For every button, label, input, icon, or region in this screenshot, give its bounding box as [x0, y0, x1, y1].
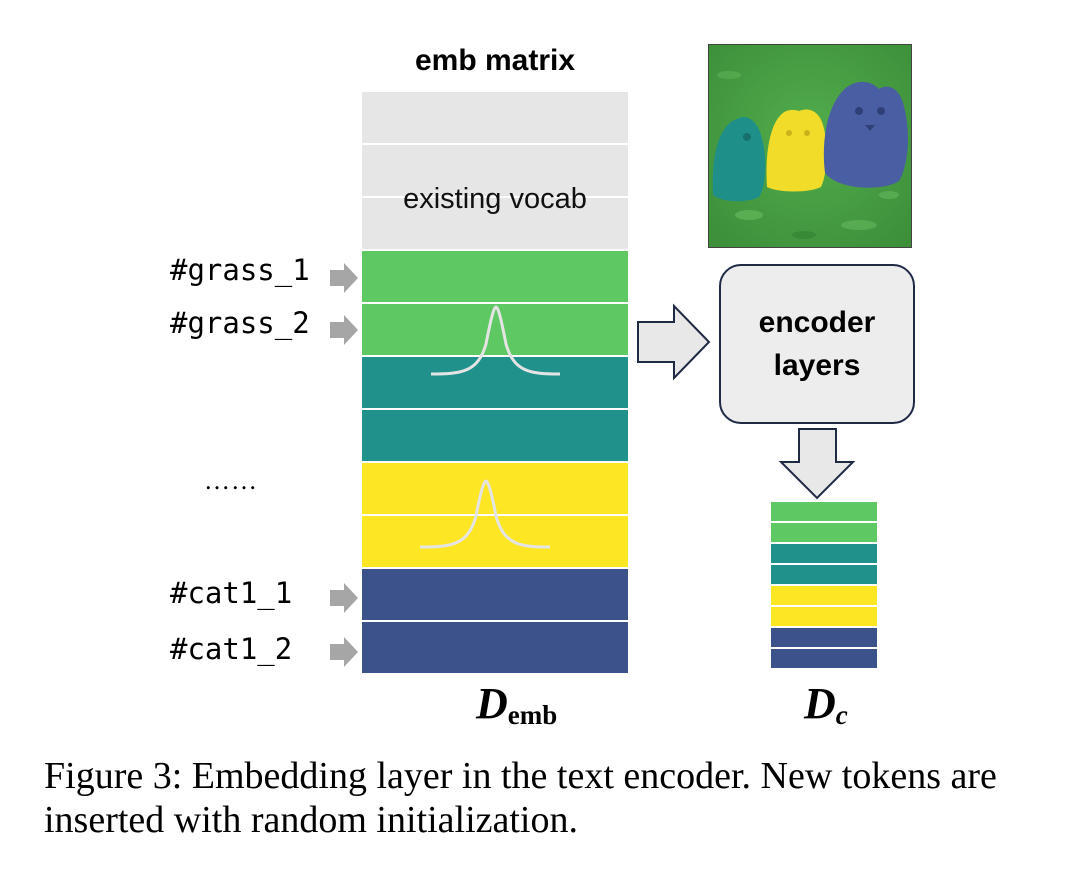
token-arrow-icon — [330, 583, 358, 613]
down-arrow-icon — [778, 428, 856, 500]
figure-caption: Figure 3: Embedding layer in the text en… — [44, 755, 997, 841]
matrix-row-yellow — [362, 516, 628, 569]
encoder-layers-box: encoder layers — [719, 264, 915, 424]
matrix-row-vocab — [362, 92, 628, 145]
dc-row — [771, 586, 877, 607]
dc-row — [771, 523, 877, 544]
matrix-row-teal — [362, 410, 628, 463]
matrix-row-teal — [362, 357, 628, 410]
dc-row — [771, 544, 877, 565]
d-emb-label: Demb — [476, 678, 557, 731]
token-label-cat1-2: #cat1_2 — [170, 632, 293, 666]
d-c-main: D — [804, 679, 836, 728]
gaussian-curve-icon — [419, 479, 551, 549]
token-label-cat1-1: #cat1_1 — [170, 576, 293, 610]
gaussian-curve-icon — [430, 305, 561, 376]
matrix-row-cat — [362, 622, 628, 673]
matrix-row-vocab — [362, 145, 628, 198]
dc-row — [771, 628, 877, 649]
dc-row — [771, 649, 877, 668]
d-emb-main: D — [476, 679, 508, 728]
token-arrow-icon — [330, 263, 358, 293]
embedding-matrix — [362, 92, 628, 673]
d-c-subscript: c — [835, 700, 848, 730]
matrix-row-vocab — [362, 198, 628, 251]
right-arrow-icon — [637, 303, 711, 381]
matrix-row-grass — [362, 304, 628, 357]
figure: emb matrix existing vocab #grass_1 #gras… — [170, 44, 915, 731]
emb-matrix-title: emb matrix — [414, 44, 576, 77]
diagram-overlay — [330, 263, 856, 667]
token-label-grass-1: #grass_1 — [170, 253, 310, 287]
d-emb-subscript: emb — [507, 700, 558, 730]
d-c-label: Dc — [804, 678, 848, 731]
dc-row — [771, 607, 877, 628]
cats-on-grass-image — [709, 45, 911, 247]
token-label-grass-2: #grass_2 — [170, 306, 310, 340]
segmented-cats-image — [708, 44, 912, 248]
dc-row — [771, 565, 877, 586]
matrix-row-cat — [362, 569, 628, 622]
dc-matrix — [771, 502, 877, 668]
dc-row — [771, 502, 877, 523]
existing-vocab-label: existing vocab — [403, 183, 587, 215]
token-arrow-icon — [330, 315, 358, 345]
matrix-row-grass — [362, 251, 628, 304]
token-arrow-icon — [330, 637, 358, 667]
ellipsis: …… — [204, 466, 258, 495]
